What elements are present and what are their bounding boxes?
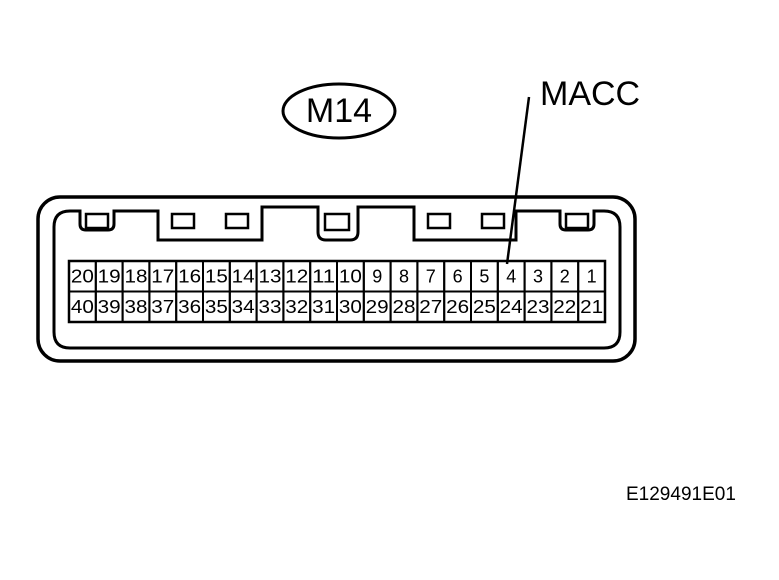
pin-number: 29 [366,297,389,317]
pin-number: 38 [125,297,148,317]
latch-window [564,212,590,230]
pin-number: 4 [506,266,516,286]
pin-number: 37 [151,297,174,317]
pin-cell [577,290,607,323]
pin-number: 13 [259,266,282,286]
pin-number: 8 [399,266,409,286]
latch-window [84,212,110,230]
pin-number: 26 [446,297,469,317]
callout-leader-line [505,96,531,265]
pin-number: 17 [151,266,174,286]
connector-id-label: M14 [305,92,373,130]
pin-number: 5 [479,266,489,286]
pin-number: 16 [178,266,201,286]
pin-number: 32 [285,297,308,317]
pin-number: 31 [312,297,335,317]
latch-window [426,212,452,230]
pin-number: 7 [426,266,436,286]
pin-number: 28 [393,297,416,317]
pin-number: 39 [98,297,121,317]
pin-number: 33 [259,297,282,317]
latch-window [323,212,351,232]
pin-number: 19 [98,266,121,286]
pin-number: 18 [125,266,148,286]
pin-number: 9 [372,266,382,286]
pin-number: 20 [71,266,94,286]
latch-window [170,212,196,230]
pin-number: 30 [339,297,362,317]
connector-housing-inner [52,205,622,350]
pin-number: 27 [419,297,442,317]
pin-number: 24 [500,297,523,317]
pin-number: 3 [533,266,543,286]
pin-number: 12 [285,266,308,286]
pin-number: 34 [232,297,255,317]
pin-number: 22 [553,297,576,317]
connector-housing-outer [36,195,637,363]
pin-number: 36 [178,297,201,317]
pin-number: 6 [453,266,463,286]
pin-number: 15 [205,266,228,286]
figure-code: E129491E01 [626,484,736,505]
pin-number: 35 [205,297,228,317]
pin-number: 25 [473,297,496,317]
pin-number: 1 [587,266,597,286]
callout-label: MACC [540,75,641,113]
pin-number: 2 [560,266,570,286]
pin-number: 21 [580,297,603,317]
pin-number: 23 [527,297,550,317]
pin-number: 40 [71,297,94,317]
connector-id-ellipse [281,82,397,140]
latch-window [480,212,506,230]
pin-number: 11 [312,266,335,286]
latch-window [224,212,250,230]
pin-number: 10 [339,266,362,286]
pin-number: 14 [232,266,255,286]
